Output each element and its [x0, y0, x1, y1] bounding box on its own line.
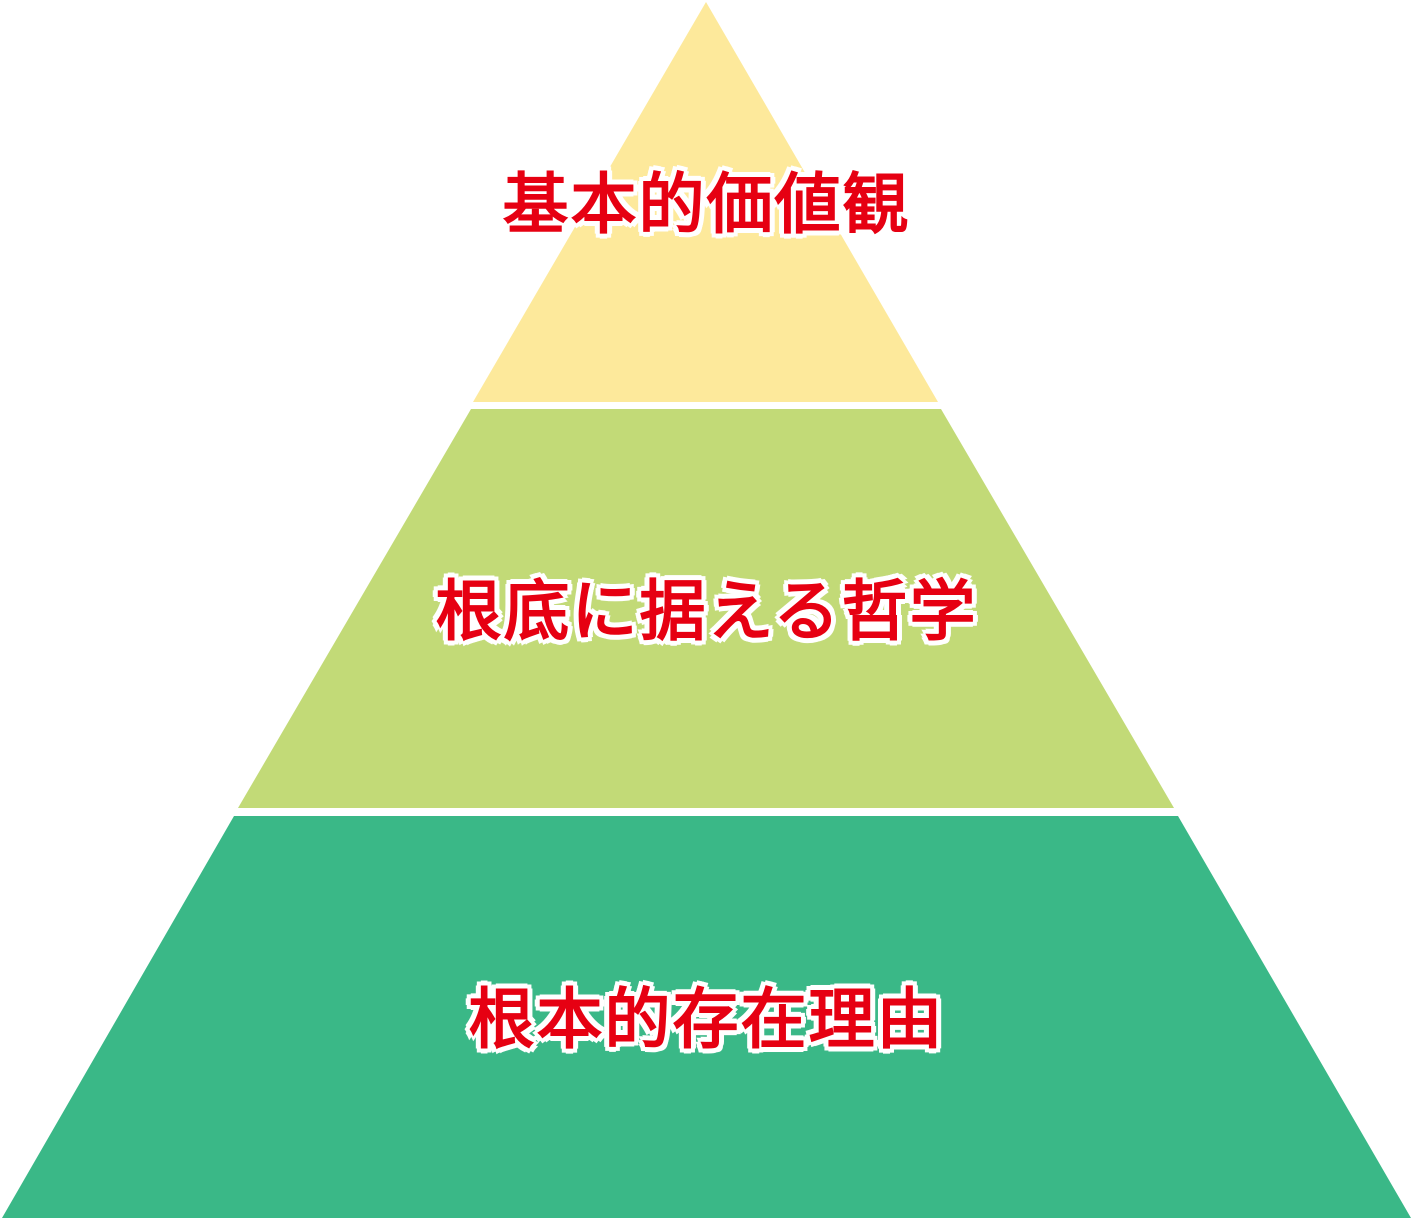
tier-label-bottom: 根本的存在理由 [468, 981, 945, 1058]
pyramid-tier-middle [238, 409, 1174, 808]
pyramid-tier-bottom [2, 816, 1411, 1218]
pyramid-tier-top [473, 2, 938, 402]
tier-label-middle: 根底に据える哲学 [435, 573, 978, 650]
tier-label-top: 基本的価値観 [502, 166, 911, 243]
